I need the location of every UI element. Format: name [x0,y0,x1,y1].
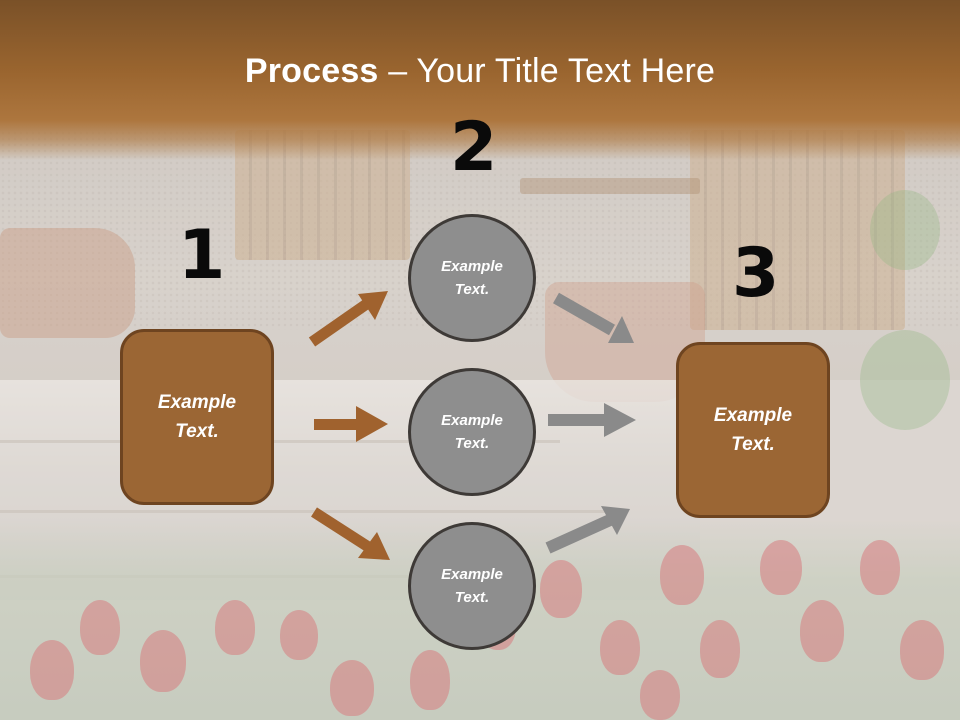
background-tulip [410,650,450,710]
step-1-box[interactable]: Example Text. [120,329,274,505]
step-2-circle-bottom[interactable]: Example Text. [408,522,536,650]
step-1-text: Example Text. [157,392,237,442]
step-3-text: Example Text. [713,405,793,455]
background-tulip [80,600,120,655]
arrow-right-icon [314,406,388,442]
circle-text: Example Text. [441,258,503,298]
background-tulip [540,560,582,618]
step-2-circle-middle[interactable]: Example Text. [408,368,536,496]
arrow-down-right-icon [553,292,634,343]
title-bold: Process [244,52,379,90]
arrow-up-right-icon [308,291,388,347]
arrow-right-icon [548,403,636,437]
background-tulip [900,620,944,680]
background-tulip [30,640,74,700]
background-step-edge [0,510,620,513]
step-number-1: 1 [178,216,226,295]
background-tulip [215,600,255,655]
background-tulip [600,620,640,675]
background-tulip [140,630,186,692]
background-tulip [330,660,374,716]
background-plant [870,190,940,270]
background-pot [0,228,135,338]
arrow-up-right-icon [545,506,630,554]
title-band [0,0,960,160]
step-2-circle-top[interactable]: Example Text. [408,214,536,342]
step-3-box[interactable]: Example Text. [676,342,830,518]
background-step-edge [0,440,560,443]
background-tulip [700,620,740,678]
background-tulip [660,545,704,605]
circle-text: Example Text. [441,566,503,606]
background-tulip [280,610,318,660]
background-plant [860,330,950,430]
background-tulip [800,600,844,662]
title-rest: – Your Title Text Here [378,52,716,90]
step-number-3: 3 [732,234,780,313]
arrow-down-right-icon [311,507,390,560]
slide-title[interactable]: Process – Your Title Text Here [0,52,960,91]
background-tulip [640,670,680,720]
background-tulip [760,540,802,595]
circle-text: Example Text. [441,412,503,452]
background-chair [690,130,905,330]
background-table [520,178,700,194]
step-number-2: 2 [450,108,498,187]
background-tulip [860,540,900,595]
